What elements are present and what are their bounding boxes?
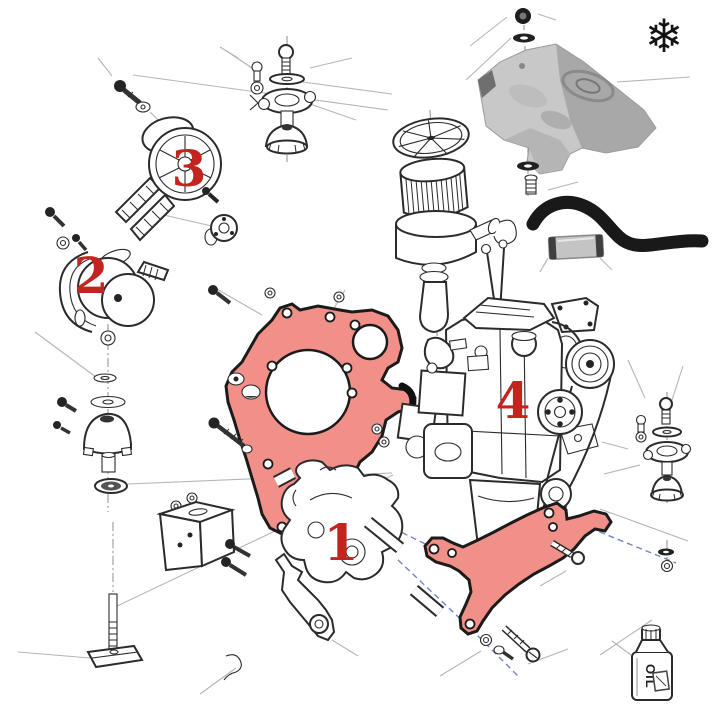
engine-mount-top-stack bbox=[249, 44, 317, 155]
alternator-pulley-assembly bbox=[114, 116, 238, 246]
mount-bracket-bottom-left bbox=[86, 492, 251, 681]
support-bracket-shape[interactable] bbox=[423, 501, 613, 636]
oil-bottle: OIL bbox=[631, 624, 673, 701]
heater-hose-photo bbox=[526, 195, 709, 252]
callout-1[interactable]: 1 bbox=[324, 513, 359, 572]
engine-cover-photo bbox=[477, 8, 657, 195]
water-pump-assembly bbox=[45, 207, 170, 333]
callout-numbers: 1 2 3 4 bbox=[74, 139, 531, 572]
support-bracket-highlighted[interactable] bbox=[423, 501, 613, 636]
callout-4[interactable]: 4 bbox=[496, 371, 531, 430]
air-filter-assembly bbox=[392, 117, 517, 348]
snowflake-icon: ❄ bbox=[645, 9, 684, 63]
bracket-hardware-bottom bbox=[479, 625, 541, 663]
engine-mount-left-stack bbox=[53, 330, 133, 494]
engine-mount-right-stack bbox=[635, 397, 692, 573]
metal-sleeve-photo bbox=[547, 234, 605, 260]
leader-lines bbox=[17, 13, 691, 695]
gearbox-assembly bbox=[274, 459, 445, 642]
callout-3[interactable]: 3 bbox=[172, 139, 207, 198]
bolt-and-washer-top-left bbox=[114, 80, 151, 113]
callout-2[interactable]: 2 bbox=[74, 246, 109, 305]
